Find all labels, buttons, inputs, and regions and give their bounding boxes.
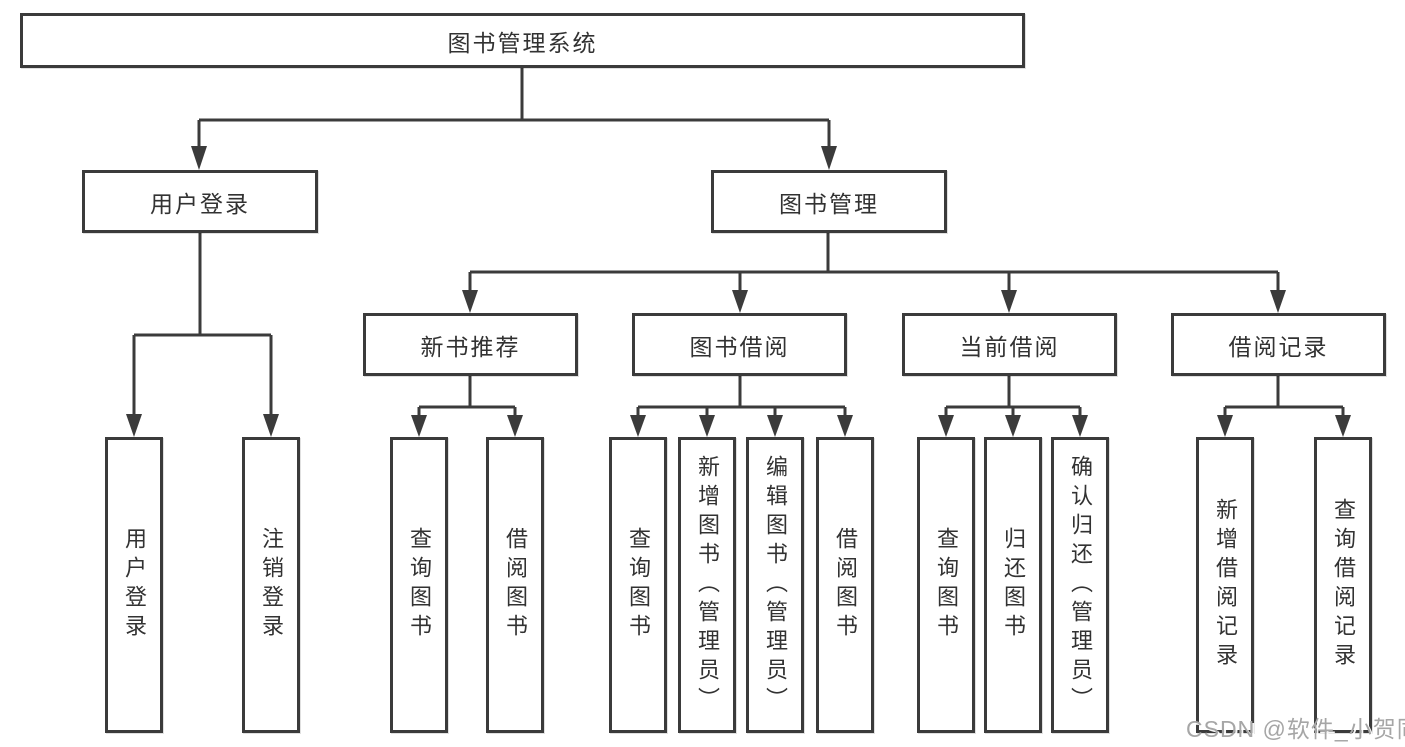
- leaf-label: 归还图书: [1001, 527, 1026, 643]
- leaf-user-login: 用户登录: [105, 437, 163, 733]
- leaf-label: 编辑图书（管理员）: [763, 454, 788, 716]
- leaf-query-borrow-record: 查询借阅记录: [1314, 437, 1372, 733]
- node-book-management-branch: 图书管理: [711, 170, 947, 233]
- node-current-borrow: 当前借阅: [902, 313, 1117, 376]
- node-user-login-branch: 用户登录: [82, 170, 318, 233]
- leaf-label: 确认归还（管理员）: [1068, 454, 1093, 716]
- leaf-label: 查询图书: [934, 527, 959, 643]
- leaf-query-books-1: 查询图书: [390, 437, 448, 733]
- leaf-confirm-return-admin: 确认归还（管理员）: [1051, 437, 1109, 733]
- leaf-label: 查询借阅记录: [1331, 498, 1356, 672]
- leaf-label: 新增借阅记录: [1213, 498, 1238, 672]
- leaf-label: 借阅图书: [833, 527, 858, 643]
- leaf-query-books-3: 查询图书: [917, 437, 975, 733]
- leaf-label: 查询图书: [407, 527, 432, 643]
- leaf-label: 新增图书（管理员）: [695, 454, 720, 716]
- leaf-label: 注销登录: [259, 527, 284, 643]
- node-book-borrow: 图书借阅: [632, 313, 847, 376]
- leaf-label: 用户登录: [122, 527, 147, 643]
- leaf-edit-books-admin: 编辑图书（管理员）: [746, 437, 804, 733]
- csdn-watermark: CSDN @软件_小贺同学: [1186, 716, 1405, 742]
- leaf-label: 查询图书: [626, 527, 651, 643]
- leaf-return-books: 归还图书: [984, 437, 1042, 733]
- node-borrow-record: 借阅记录: [1171, 313, 1386, 376]
- leaf-add-books-admin: 新增图书（管理员）: [678, 437, 736, 733]
- leaf-borrow-books-1: 借阅图书: [486, 437, 544, 733]
- leaf-add-borrow-record: 新增借阅记录: [1196, 437, 1254, 733]
- leaf-borrow-books-2: 借阅图书: [816, 437, 874, 733]
- leaf-label: 借阅图书: [503, 527, 528, 643]
- node-new-book-recommend: 新书推荐: [363, 313, 578, 376]
- leaf-query-books-2: 查询图书: [609, 437, 667, 733]
- node-library-management-system: 图书管理系统: [20, 13, 1025, 68]
- leaf-logout: 注销登录: [242, 437, 300, 733]
